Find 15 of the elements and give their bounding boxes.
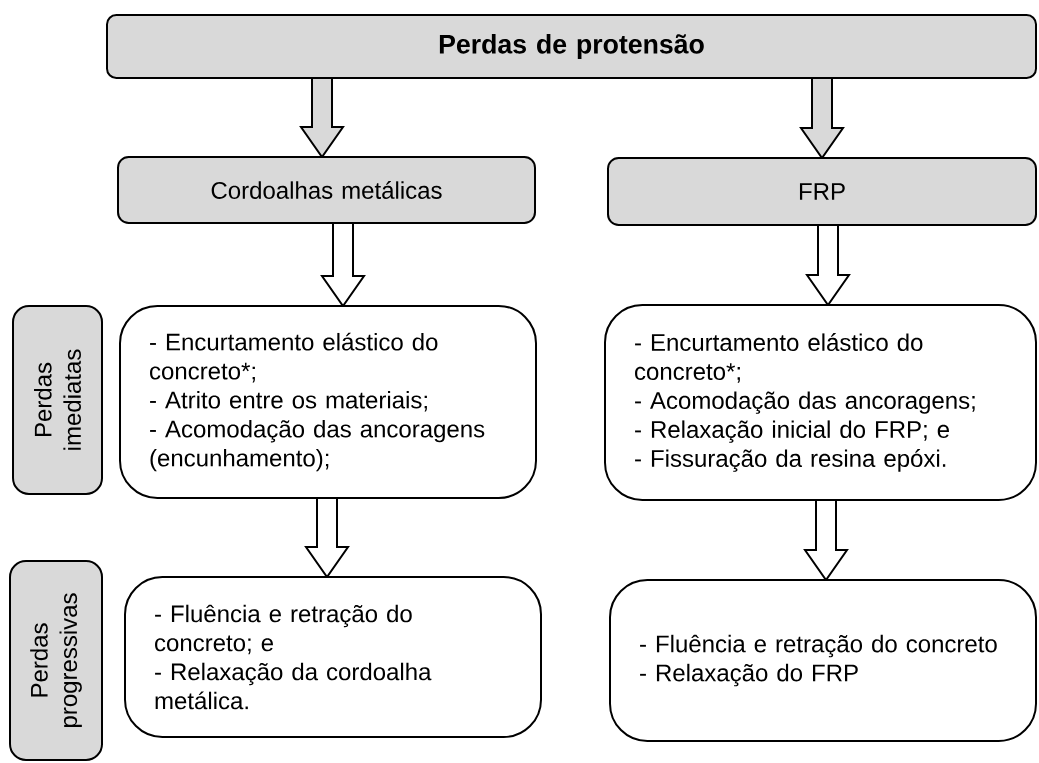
category-box: FRP <box>607 157 1037 226</box>
block-arrow <box>803 499 849 582</box>
stage-label-box: Perdas progressivas <box>9 560 103 761</box>
list-box: - Fluência e retração do concreto; e - Relaxação da cordoalha metálica. <box>124 576 542 738</box>
block-arrow <box>304 497 350 579</box>
list-box: - Encurtamento elástico do concreto*; - Atrito entre os materiais; - Acomodação das ancoragens (encunhamento); <box>119 305 537 499</box>
block-arrow <box>799 77 845 160</box>
block-arrow <box>320 222 366 308</box>
title-box: Perdas de protensão <box>106 14 1037 79</box>
category-box: Cordoalhas metálicas <box>117 156 536 224</box>
list-box: - Fluência e retração do concreto - Relaxação do FRP <box>609 579 1037 742</box>
block-arrow <box>299 77 345 159</box>
stage-label-box: Perdas imediatas <box>12 305 103 495</box>
block-arrow <box>805 224 851 307</box>
list-box: - Encurtamento elástico do concreto*; - Acomodação das ancoragens; - Relaxação inicial do FRP; e - Fissuração da resina epóxi. <box>604 304 1037 501</box>
